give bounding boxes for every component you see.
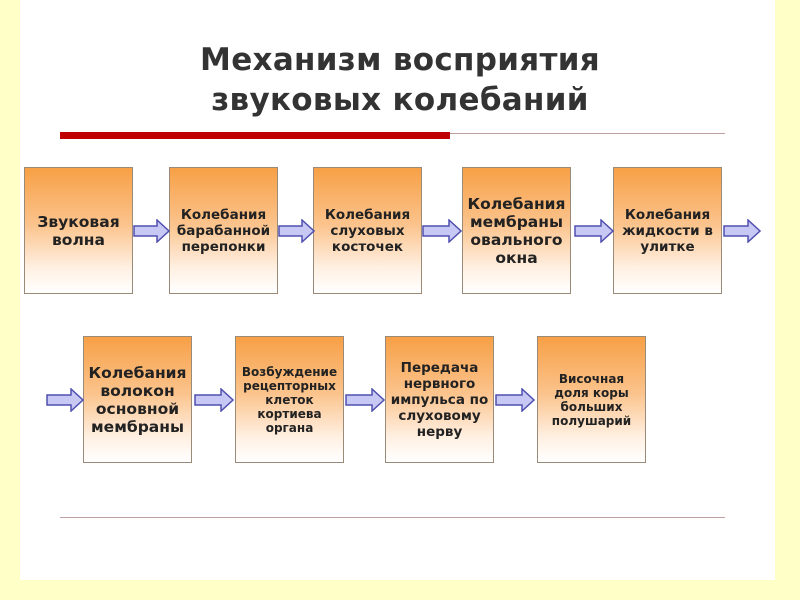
step-sound-wave: Звуковая волна <box>24 167 133 294</box>
flow-arrow-icon <box>46 388 84 412</box>
bottom-divider-line <box>60 517 725 518</box>
step-label: Возбуждение рецепторных клеток кортиева … <box>241 364 338 435</box>
step-label: Колебания барабанной перепонки <box>176 206 271 255</box>
flow-arrow-icon <box>278 219 315 243</box>
step-ossicles-vibration: Колебания слуховых косточек <box>313 167 422 294</box>
step-label: Колебания мембраны овального окна <box>467 194 566 267</box>
slide-title-line-2: звуковых колебаний <box>211 82 589 118</box>
step-temporal-lobe: Височная доля коры больших полушарий <box>537 336 646 463</box>
title-divider-line <box>450 133 725 134</box>
flow-arrow-icon <box>495 388 535 412</box>
step-cochlear-fluid-vibration: Колебания жидкости в улитке <box>613 167 722 294</box>
step-receptor-excitation: Возбуждение рецепторных клеток кортиева … <box>235 336 344 463</box>
title-accent-line <box>60 132 450 139</box>
step-auditory-nerve-transmission: Передача нервного импульса по слуховому … <box>385 336 494 463</box>
flow-arrow-icon <box>194 388 234 412</box>
flow-arrow-icon <box>345 388 385 412</box>
slide-title-line-1: Механизм восприятия <box>200 42 600 78</box>
step-label: Височная доля коры больших полушарий <box>551 371 632 428</box>
step-basilar-membrane-vibration: Колебания волокон основной мембраны <box>83 336 192 463</box>
step-label: Передача нервного импульса по слуховому … <box>390 359 489 440</box>
flow-arrow-icon <box>422 219 462 243</box>
step-label: Колебания жидкости в улитке <box>622 206 713 255</box>
flow-arrow-icon <box>133 219 170 243</box>
step-label: Звуковая волна <box>37 212 120 249</box>
step-oval-window-vibration: Колебания мембраны овального окна <box>462 167 571 294</box>
step-label: Колебания слуховых косточек <box>324 206 411 255</box>
step-label: Колебания волокон основной мембраны <box>88 363 187 436</box>
step-eardrum-vibration: Колебания барабанной перепонки <box>169 167 278 294</box>
flow-arrow-icon <box>723 219 761 243</box>
flow-arrow-icon <box>574 219 614 243</box>
